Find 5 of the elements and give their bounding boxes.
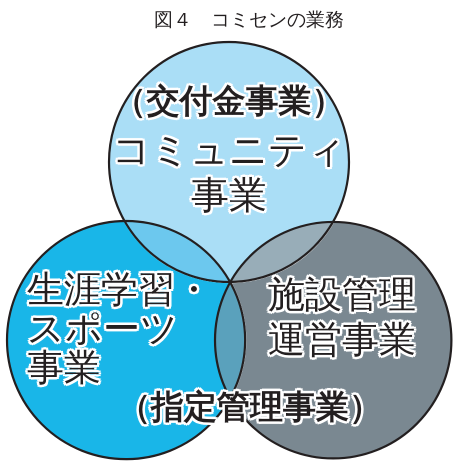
- circle-label: 生涯学習・スポーツ事業: [26, 270, 212, 387]
- circle-label: コミュニティ事業: [112, 128, 346, 218]
- figure-title: 図４ コミセンの業務: [154, 8, 344, 32]
- circle-label: 施設管理運営事業: [268, 272, 416, 362]
- circle-heading: （交付金事業）: [113, 80, 344, 121]
